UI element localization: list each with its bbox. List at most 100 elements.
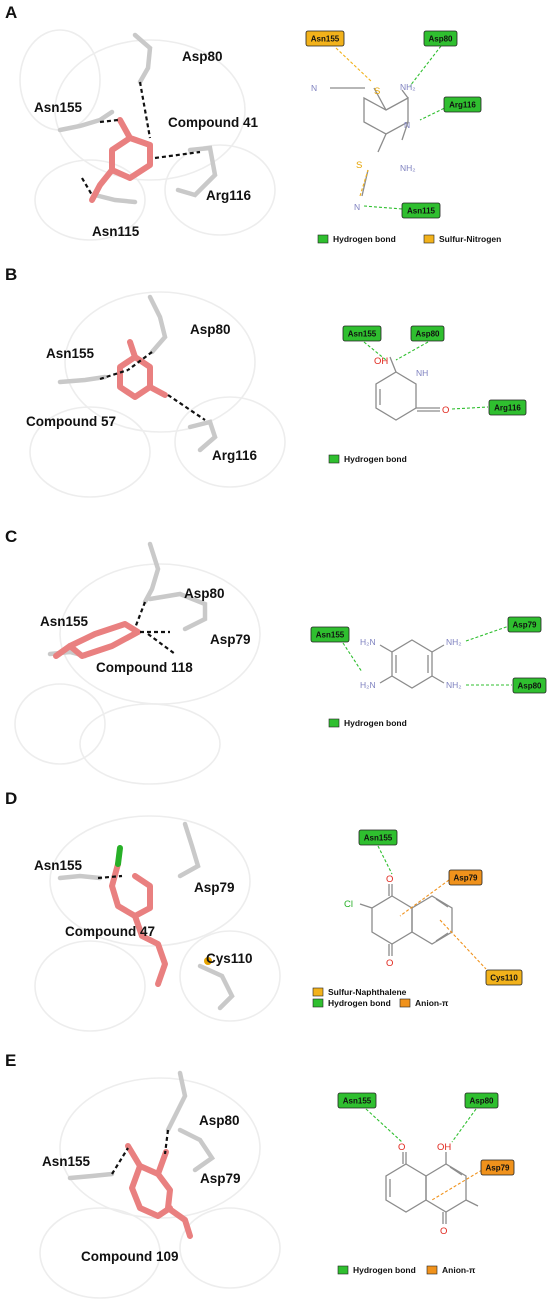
protein-backdrop: [39, 1077, 281, 1299]
protein-backdrop: [29, 291, 286, 498]
atom-cl: Cl: [344, 899, 353, 910]
atom-n-cn1: N: [311, 83, 317, 93]
tag-cys110: Cys110: [485, 969, 523, 986]
legend-anion-pi: Anion-π: [442, 1265, 476, 1275]
residue-label-asp79: Asp79: [194, 880, 235, 895]
atom-o1: O: [398, 1142, 405, 1153]
atom-oh: OH: [437, 1142, 451, 1153]
atom-h2n-2: H₂N: [360, 680, 376, 690]
h-bond-dashes-3d: [111, 1129, 170, 1175]
atom-o2: O: [386, 958, 393, 969]
residue-label-asn155: Asn155: [46, 346, 95, 361]
svg-text:Arg116: Arg116: [494, 404, 521, 413]
svg-text:Asn155: Asn155: [364, 834, 393, 843]
svg-text:Asp80: Asp80: [469, 1097, 494, 1106]
residue-label-asn155: Asn155: [34, 858, 83, 873]
panel-b-figure: B Asp80 Asn155 Compound 57 Arg116 OH NH …: [5, 265, 527, 498]
interaction-diagram: [365, 1108, 483, 1224]
tag-asp79: Asp79: [507, 616, 542, 633]
svg-text:Asp80: Asp80: [517, 682, 542, 691]
compound-label: Compound 109: [81, 1249, 179, 1264]
residue-label-asp79: Asp79: [200, 1171, 241, 1186]
legend: Hydrogen bond Anion-π: [337, 1265, 476, 1275]
legend: Sulfur-Naphthalene Hydrogen bond Anion-π: [312, 987, 449, 1008]
atom-s1: S: [374, 86, 380, 97]
svg-text:Asp80: Asp80: [428, 35, 453, 44]
tag-arg116: Arg116: [488, 399, 527, 416]
tag-asn155: Asn155: [358, 829, 398, 846]
atom-oh: OH: [374, 356, 388, 367]
svg-text:Asp79: Asp79: [512, 621, 537, 630]
atom-n-cn2: N: [354, 202, 360, 212]
compound-label: Compound 41: [168, 115, 258, 130]
tag-asp79: Asp79: [480, 1159, 515, 1176]
tag-asp80: Asp80: [410, 325, 445, 342]
residue-label-asn155: Asn155: [34, 100, 83, 115]
sulfur-atom: [204, 957, 212, 965]
legend-hydrogen-bond: Hydrogen bond: [353, 1265, 416, 1275]
residue-label-cys110: Cys110: [206, 951, 253, 966]
legend-anion-pi: Anion-π: [415, 998, 449, 1008]
panel-d-figure: D Asn155 Asp79 Compound 47 Cys110 O O Cl…: [5, 789, 523, 1032]
atom-nh: NH: [416, 368, 428, 378]
atom-nh2b: NH₂: [400, 163, 416, 173]
legend: Hydrogen bond Sulfur-Nitrogen: [317, 234, 501, 244]
compound-118-sticks: [53, 621, 141, 659]
interaction-diagram: [363, 341, 489, 421]
legend-hydrogen-bond: Hydrogen bond: [344, 718, 407, 728]
legend-hydrogen-bond: Hydrogen bond: [328, 998, 391, 1008]
residue-label-asp79: Asp79: [210, 632, 251, 647]
h-bond-dashes-3d: [81, 81, 201, 196]
panel-label: B: [5, 265, 17, 284]
legend-hydrogen-bond: Hydrogen bond: [344, 454, 407, 464]
svg-text:Asn155: Asn155: [348, 330, 377, 339]
atom-o: O: [442, 405, 449, 416]
atom-nh2a: NH₂: [400, 82, 416, 92]
svg-text:Arg116: Arg116: [449, 101, 476, 110]
panel-label: C: [5, 527, 17, 546]
panel-c: C Asp80 Asn155 Asp79 Compound 118 H₂N NH…: [0, 524, 550, 786]
svg-text:Cys110: Cys110: [490, 974, 518, 983]
svg-text:Asn115: Asn115: [407, 207, 436, 216]
panel-e-figure: E Asp80 Asn155 Asp79 Compound 109 O OH O…: [5, 1051, 515, 1299]
residue-sticks: [57, 294, 218, 453]
svg-text:Asn155: Asn155: [343, 1097, 372, 1106]
residue-label-asn155: Asn155: [42, 1154, 91, 1169]
tag-asp80: Asp80: [512, 677, 547, 694]
panel-label: A: [5, 3, 17, 22]
panel-label: E: [5, 1051, 16, 1070]
atom-o1: O: [386, 874, 393, 885]
compound-label: Compound 118: [96, 660, 193, 675]
tag-asn155: Asn155: [305, 30, 345, 47]
residue-label-arg116: Arg116: [212, 448, 258, 463]
legend-sulfur-nitrogen: Sulfur-Nitrogen: [439, 234, 501, 244]
atom-nh2-2: NH₂: [446, 680, 462, 690]
interaction-diagram: [342, 624, 513, 689]
tag-arg116: Arg116: [443, 96, 482, 113]
tag-asp80: Asp80: [464, 1092, 499, 1109]
protein-backdrop: [14, 563, 261, 785]
h-bond-dashes-3d: [97, 874, 123, 880]
residue-label-asp80: Asp80: [190, 322, 231, 337]
atom-h2n-1: H₂N: [360, 637, 376, 647]
residue-label-asp80: Asp80: [199, 1113, 240, 1128]
residue-sticks: [57, 821, 235, 1011]
compound-57-sticks: [117, 339, 168, 400]
tag-asp79: Asp79: [448, 869, 483, 886]
tag-asn115: Asn115: [401, 202, 441, 219]
residue-sticks: [57, 32, 218, 205]
panel-b: B Asp80 Asn155 Compound 57 Arg116 OH NH …: [0, 262, 550, 524]
atom-n-ring: N: [404, 120, 410, 130]
legend-hydrogen-bond: Hydrogen bond: [333, 234, 396, 244]
svg-text:Asp79: Asp79: [485, 1164, 510, 1173]
interaction-diagram: [330, 45, 454, 211]
residue-label-asn155: Asn155: [40, 614, 89, 629]
residue-label-asn115: Asn115: [92, 224, 140, 239]
svg-text:Asn155: Asn155: [316, 631, 345, 640]
residue-label-asp80: Asp80: [182, 49, 223, 64]
compound-label: Compound 47: [65, 924, 155, 939]
atom-s2: S: [356, 160, 362, 171]
interaction-diagram: [359, 845, 487, 970]
residue-sticks: [67, 1070, 216, 1181]
svg-text:Asp80: Asp80: [415, 330, 440, 339]
